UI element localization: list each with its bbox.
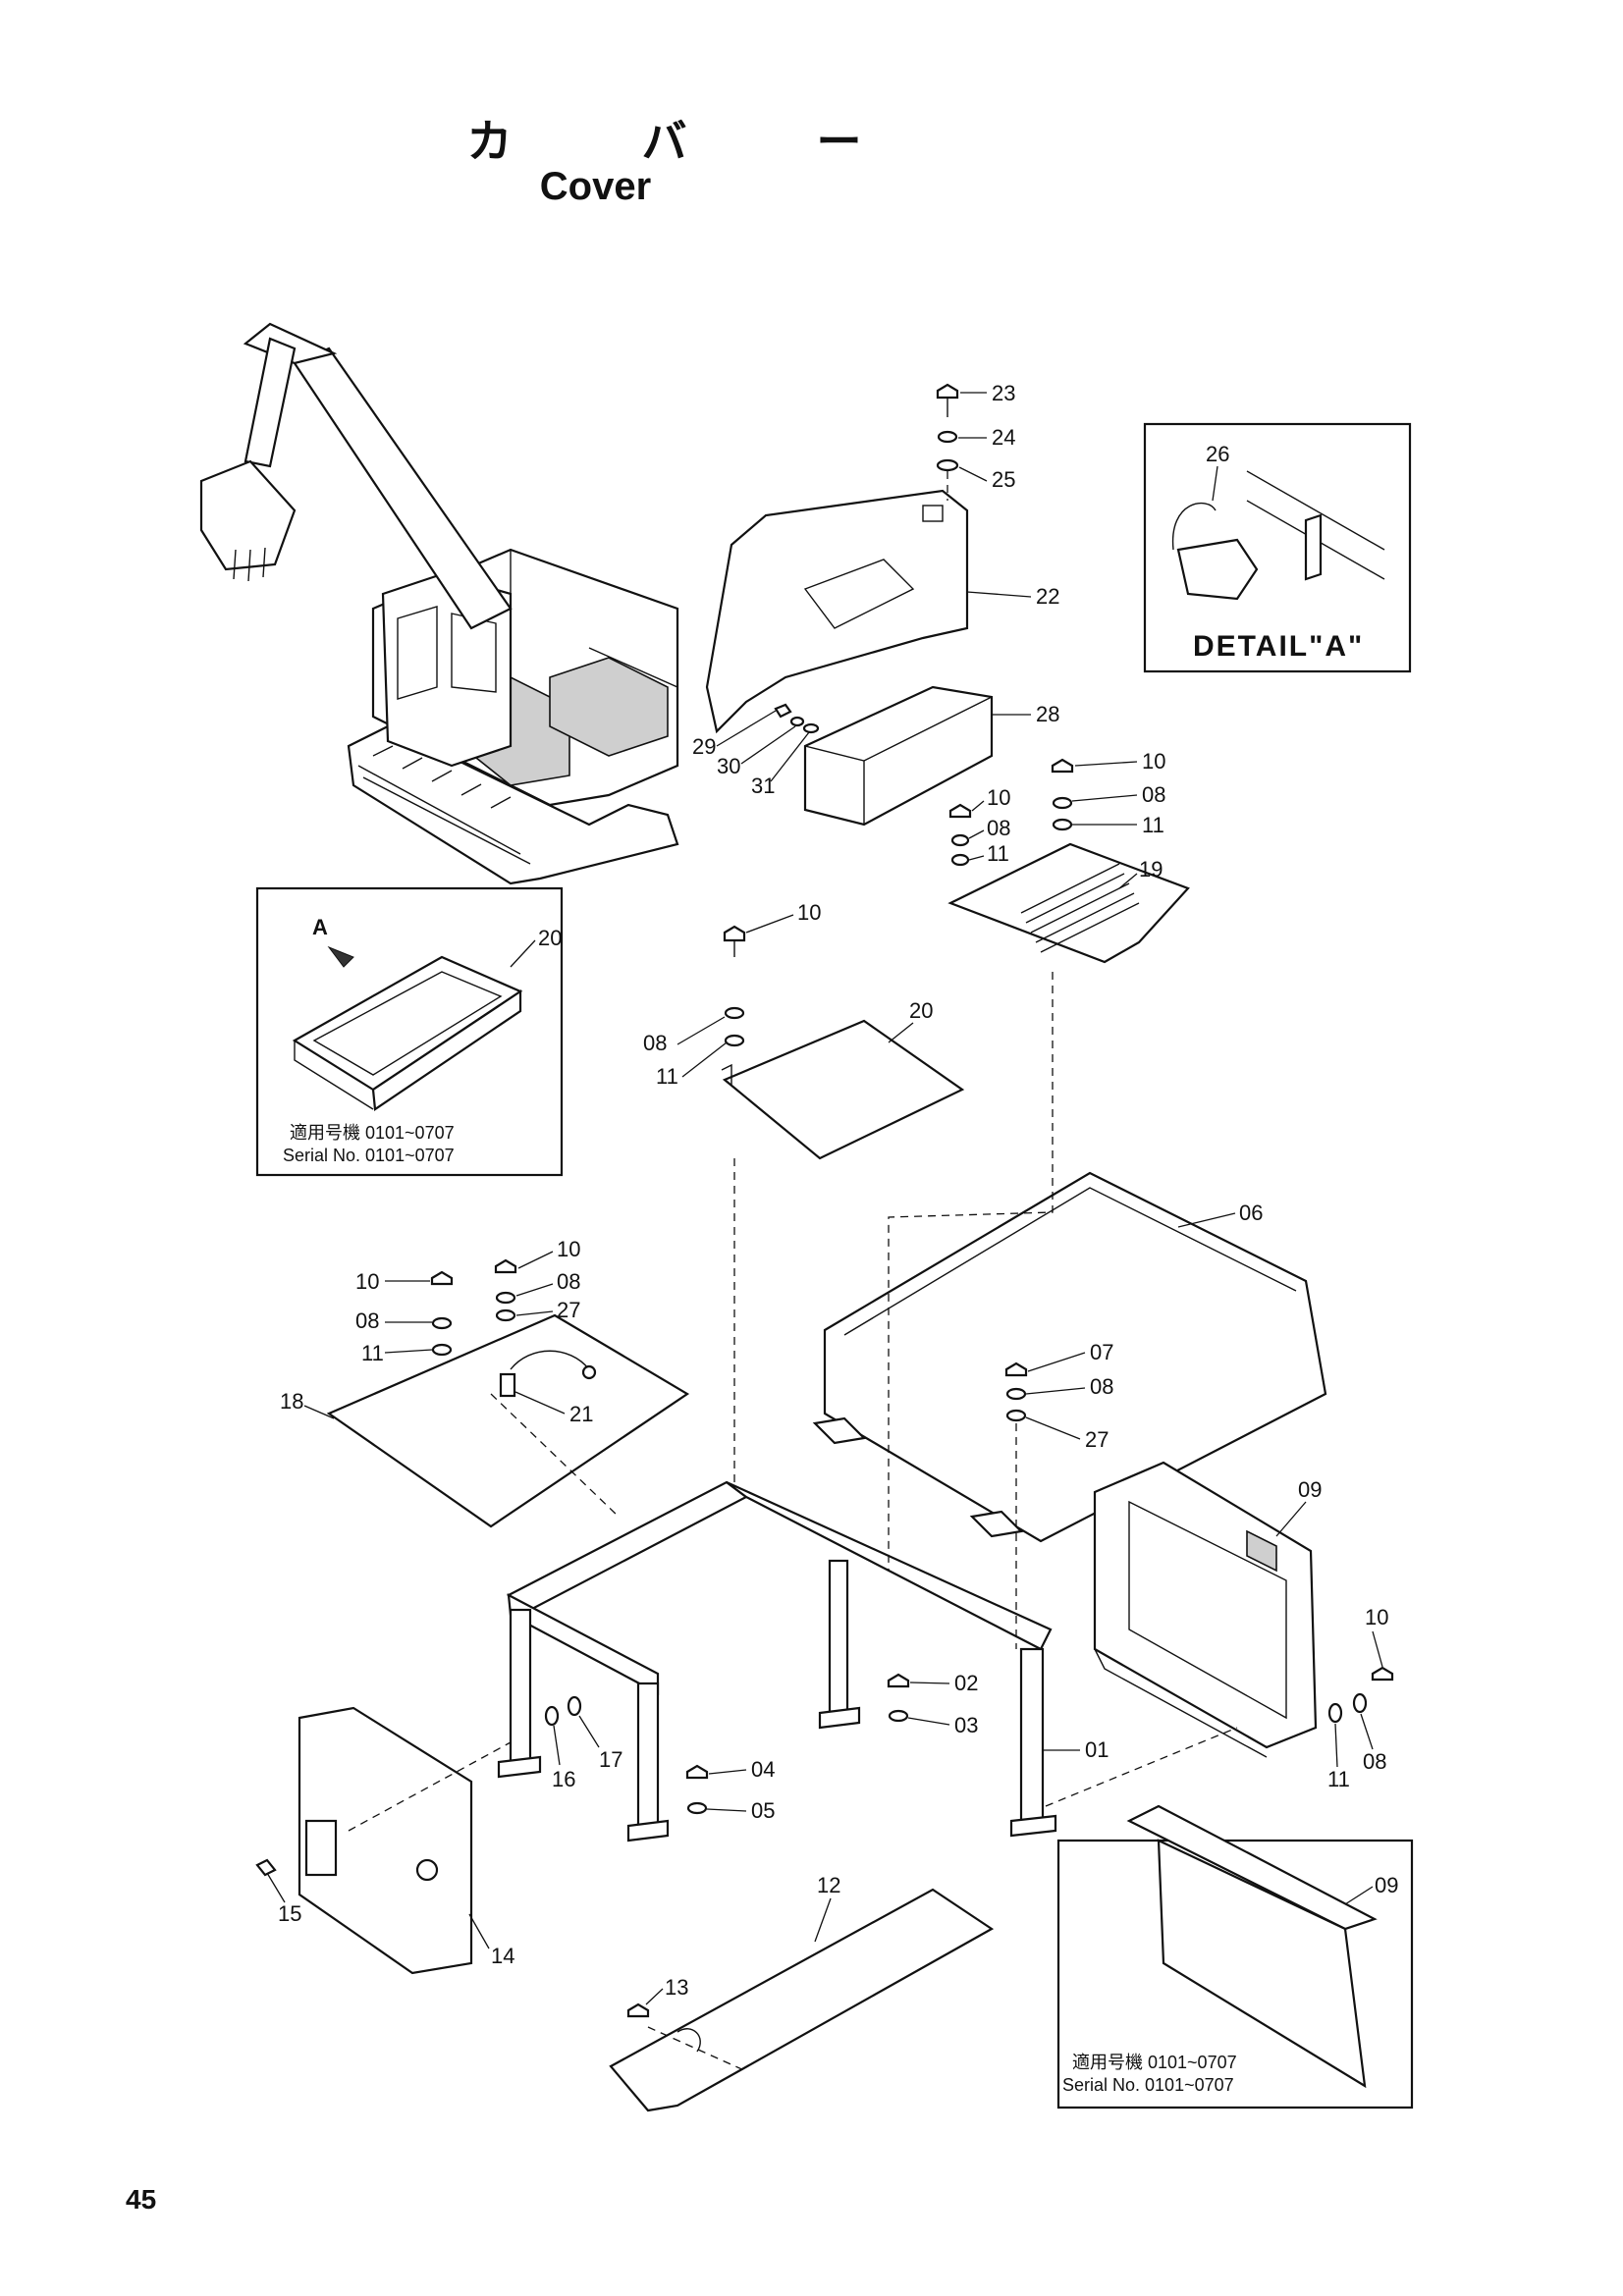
assembly-lines (348, 972, 1238, 2072)
callout-20: 20 (909, 998, 933, 1023)
callout-labels: 23 24 25 22 28 29 30 31 10 08 11 10 08 1… (266, 381, 1388, 2005)
excavator-illustration (199, 322, 679, 885)
page-title-japanese: カ バ ー (466, 115, 919, 168)
inset-right-callout: 09 (1375, 1873, 1398, 1897)
callout-28: 28 (1036, 702, 1059, 726)
callout-23: 23 (992, 381, 1015, 405)
detail-a-label: DETAIL"A" (1193, 630, 1364, 663)
callout-10-a: 10 (1142, 749, 1165, 774)
part-19-fasteners (948, 758, 1074, 867)
callout-04: 04 (751, 1757, 775, 1782)
callout-26: 26 (1206, 442, 1229, 466)
callout-09: 09 (1298, 1477, 1322, 1502)
callout-08-e: 08 (355, 1308, 379, 1333)
part-09-radiator (1093, 1461, 1318, 1758)
inset-left-serial-jp: 適用号機 0101~0707 (290, 1123, 455, 1143)
detail-a-frame (1143, 422, 1412, 673)
part-23-24-25-bolt (936, 383, 959, 501)
inset-left-drawing: A 20 適用号機 0101~0707 Serial No. 0101~0707 (283, 915, 562, 1165)
inset-left-serial-en: Serial No. 0101~0707 (283, 1146, 455, 1165)
callout-02: 02 (954, 1671, 978, 1695)
part-09-fasteners (1327, 1666, 1394, 1724)
inset-left-callout: 20 (538, 926, 562, 950)
callout-08-a: 08 (1142, 782, 1165, 807)
callout-14: 14 (491, 1944, 514, 1968)
callout-05: 05 (751, 1798, 775, 1823)
callout-11-d: 11 (361, 1341, 384, 1365)
part-22-hood (705, 489, 969, 734)
callout-21: 21 (569, 1402, 593, 1426)
page-title-english: Cover (539, 165, 652, 208)
part-28-tray (774, 685, 994, 827)
callout-30: 30 (717, 754, 740, 778)
callout-27-b: 27 (557, 1298, 580, 1322)
callout-11-a: 11 (1142, 813, 1164, 837)
callout-12: 12 (817, 1873, 840, 1897)
callout-19: 19 (1139, 857, 1163, 881)
part-18-plate (326, 1313, 690, 1528)
callout-29: 29 (692, 734, 716, 759)
callout-13: 13 (665, 1975, 688, 2000)
part-18-fasteners (430, 1258, 517, 1357)
callout-25: 25 (992, 467, 1015, 492)
callout-08-c: 08 (643, 1031, 667, 1055)
part-19-grill (947, 842, 1190, 964)
callout-07: 07 (1090, 1340, 1113, 1364)
detail-a-drawing: 26 DETAIL"A" (1171, 442, 1385, 663)
callout-31: 31 (751, 774, 775, 798)
inset-left-arrow-label: A (312, 915, 328, 939)
callout-11-b: 11 (987, 841, 1009, 866)
part-20-panel (721, 925, 965, 1160)
callout-16: 16 (552, 1767, 575, 1791)
callout-11-e: 11 (1327, 1767, 1350, 1791)
callout-15: 15 (278, 1901, 301, 1926)
callout-22: 22 (1036, 584, 1059, 609)
inset-left-frame (255, 886, 564, 1177)
callout-06: 06 (1239, 1201, 1263, 1225)
callout-08-f: 08 (1363, 1749, 1386, 1774)
part-01-frame (497, 1480, 1057, 1842)
callout-08-b: 08 (987, 816, 1010, 840)
inset-right-serial-en: Serial No. 0101~0707 (1062, 2075, 1234, 2095)
callout-18: 18 (280, 1389, 303, 1414)
callout-10-b: 10 (987, 785, 1010, 810)
callout-24: 24 (992, 425, 1015, 450)
inset-right-frame (1056, 1839, 1414, 2109)
callout-08-d: 08 (1090, 1374, 1113, 1399)
inset-right-drawing: 09 適用号機 0101~0707 Serial No. 0101~0707 (1062, 1804, 1398, 2095)
inset-right-serial-jp: 適用号機 0101~0707 (1072, 2053, 1237, 2072)
callout-10-d: 10 (557, 1237, 580, 1261)
callout-03: 03 (954, 1713, 978, 1737)
part-12-plate (609, 1888, 995, 2112)
callout-10-c: 10 (797, 900, 821, 925)
callout-01: 01 (1085, 1737, 1109, 1762)
page-number: 45 (126, 2184, 157, 2215)
callout-10-e: 10 (355, 1269, 379, 1294)
callout-08-d2: 08 (557, 1269, 580, 1294)
part-14-door (255, 1706, 473, 1975)
part-06-cover (812, 1171, 1327, 1543)
part-07-fasteners (1004, 1362, 1028, 1422)
callout-11-c: 11 (656, 1064, 678, 1089)
callout-27-a: 27 (1085, 1427, 1109, 1452)
callout-10-f: 10 (1365, 1605, 1388, 1629)
part-01-fasteners (544, 1673, 910, 1815)
callout-17: 17 (599, 1747, 622, 1772)
